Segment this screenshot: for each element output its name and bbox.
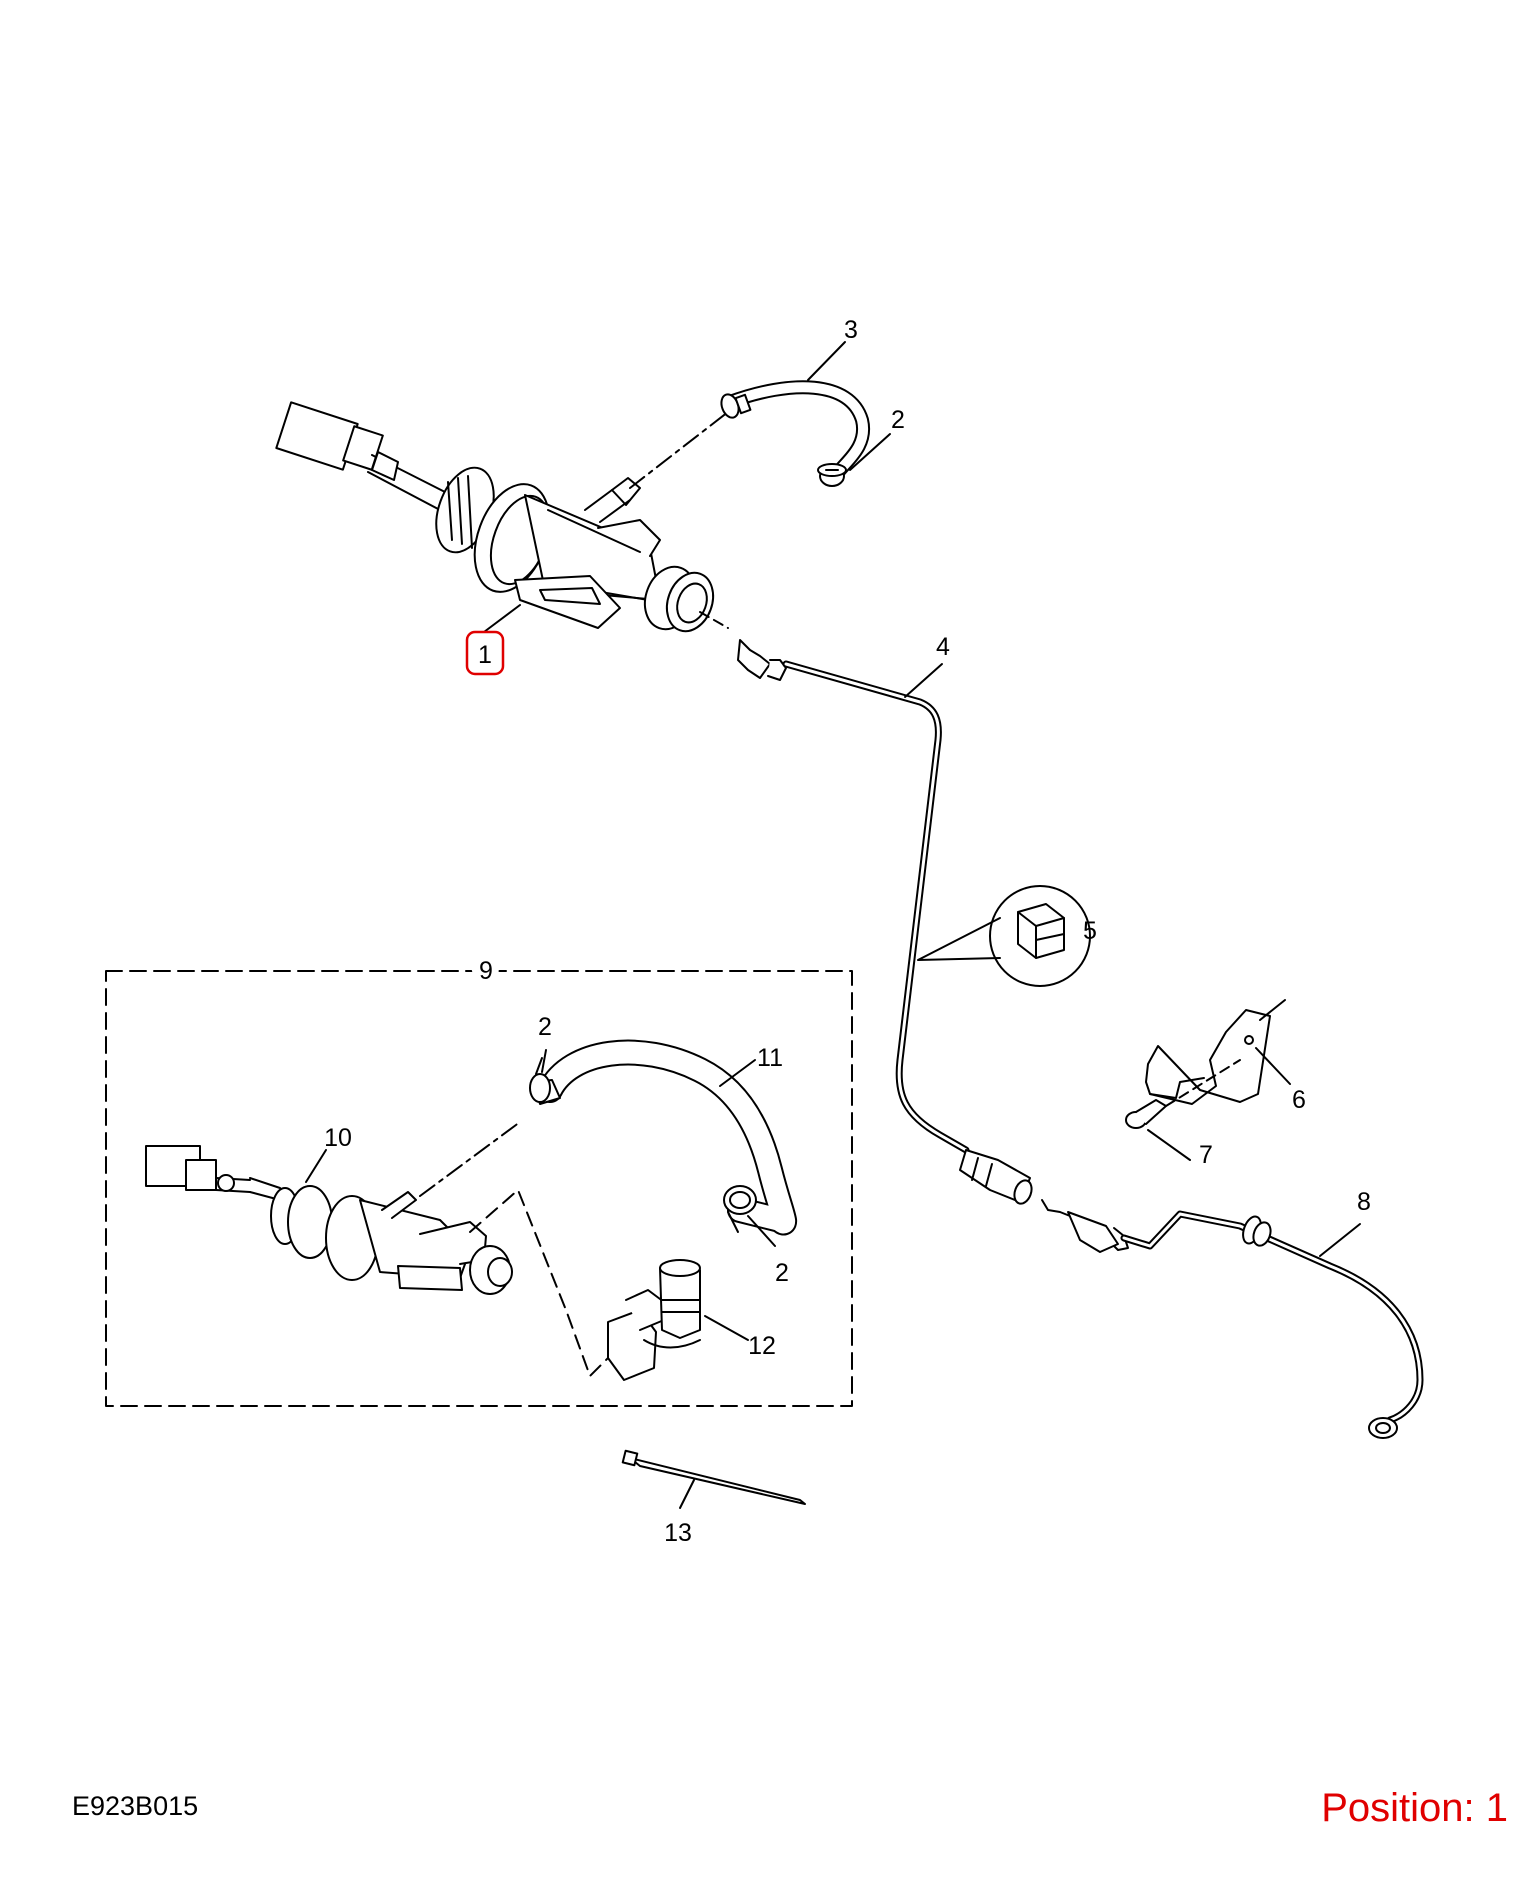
master-cylinder[interactable] xyxy=(276,402,721,637)
clutch-pedal-switch[interactable] xyxy=(608,1260,700,1380)
callout-10[interactable]: 10 xyxy=(324,1124,352,1152)
hose-clip-kit-lower[interactable] xyxy=(724,1186,756,1232)
callout-1[interactable]: 1 xyxy=(478,641,492,669)
position-label: Position: xyxy=(1321,1786,1475,1830)
slave-pipe[interactable] xyxy=(1042,1200,1420,1438)
callout-2-group-upper[interactable]: 2 xyxy=(538,1013,552,1041)
mounting-bracket[interactable] xyxy=(1146,1010,1270,1104)
master-cylinder-kit[interactable] xyxy=(146,1146,512,1294)
callout-2-group-lower[interactable]: 2 xyxy=(775,1259,789,1287)
callout-12[interactable]: 12 xyxy=(748,1332,776,1360)
pipe-clip[interactable] xyxy=(990,886,1090,986)
callout-3[interactable]: 3 xyxy=(844,316,858,344)
diagram-code: E923B015 xyxy=(72,1791,199,1821)
callout-2-top[interactable]: 2 xyxy=(891,406,905,434)
callout-5[interactable]: 5 xyxy=(1083,917,1097,945)
callout-8[interactable]: 8 xyxy=(1357,1188,1371,1216)
callout-7[interactable]: 7 xyxy=(1199,1141,1213,1169)
callout-9[interactable]: 9 xyxy=(472,950,500,992)
reservoir-hose[interactable] xyxy=(718,387,863,470)
group-box-9 xyxy=(105,970,853,1407)
hose-clip-kit-upper[interactable] xyxy=(530,1058,550,1102)
position-value: 1 xyxy=(1485,1786,1508,1830)
cable-tie[interactable] xyxy=(623,1451,805,1504)
callout-13[interactable]: 13 xyxy=(664,1519,692,1547)
bolt[interactable] xyxy=(1126,1060,1240,1128)
callout-4[interactable]: 4 xyxy=(936,633,950,661)
callout-11[interactable]: 11 xyxy=(757,1044,783,1072)
highlight-box xyxy=(465,630,505,676)
callout-6[interactable]: 6 xyxy=(1292,1086,1306,1114)
position-indicator: Position: 1 xyxy=(1321,1786,1508,1831)
clutch-pipe[interactable] xyxy=(738,640,1035,1206)
hose-clip-top[interactable] xyxy=(818,464,846,486)
